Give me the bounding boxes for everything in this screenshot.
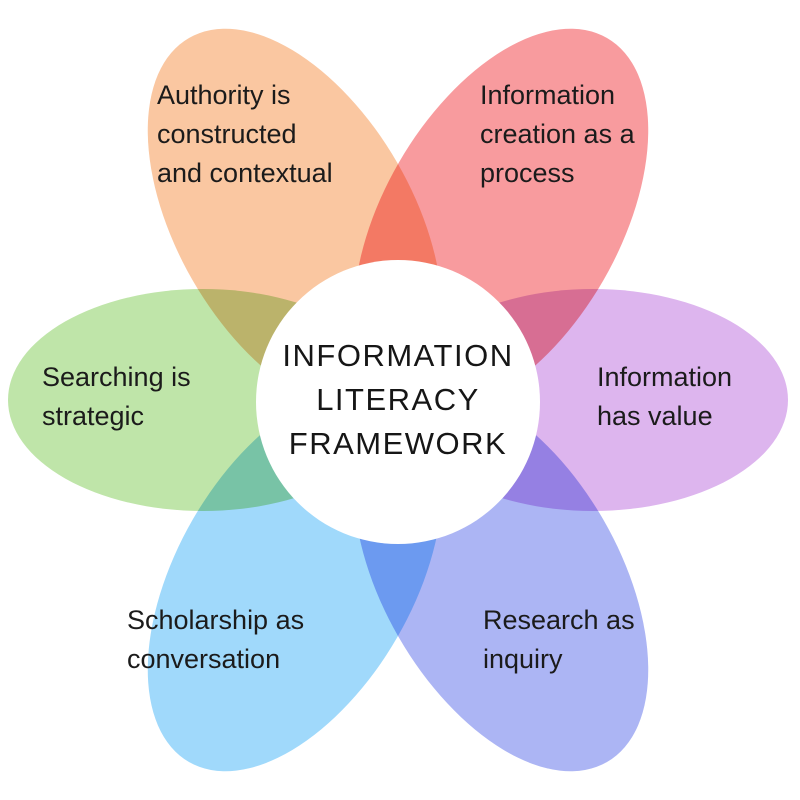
diagram-title-line: INFORMATION xyxy=(282,338,514,373)
label-line: Research as xyxy=(483,605,635,635)
petal-label-value: Information has value xyxy=(597,358,732,436)
label-line: Information xyxy=(597,362,733,392)
label-line: strategic xyxy=(42,401,145,431)
label-line: Information xyxy=(480,80,616,110)
petal-label-searching: Searching is strategic xyxy=(42,358,191,436)
petal-label-authority: Authority is constructed and contextual xyxy=(157,76,333,193)
label-line: Authority is xyxy=(157,80,291,110)
label-line: Scholarship as xyxy=(127,605,305,635)
label-line: has value xyxy=(597,401,713,431)
label-line: process xyxy=(480,158,575,188)
diagram-title-line: FRAMEWORK xyxy=(288,426,508,461)
petal-label-inquiry: Research as inquiry xyxy=(483,601,635,679)
label-line: conversation xyxy=(127,644,281,674)
center-circle xyxy=(256,260,540,544)
diagram-title: INFORMATION LITERACY FRAMEWORK xyxy=(258,334,538,466)
label-line: Searching is xyxy=(42,362,191,392)
label-line: inquiry xyxy=(483,644,563,674)
label-line: constructed xyxy=(157,119,297,149)
label-line: creation as a xyxy=(480,119,635,149)
diagram-title-line: LITERACY xyxy=(316,382,480,417)
petal-label-creation: Information creation as a process xyxy=(480,76,635,193)
label-line: and contextual xyxy=(157,158,333,188)
petal-label-scholarship: Scholarship as conversation xyxy=(127,601,304,679)
